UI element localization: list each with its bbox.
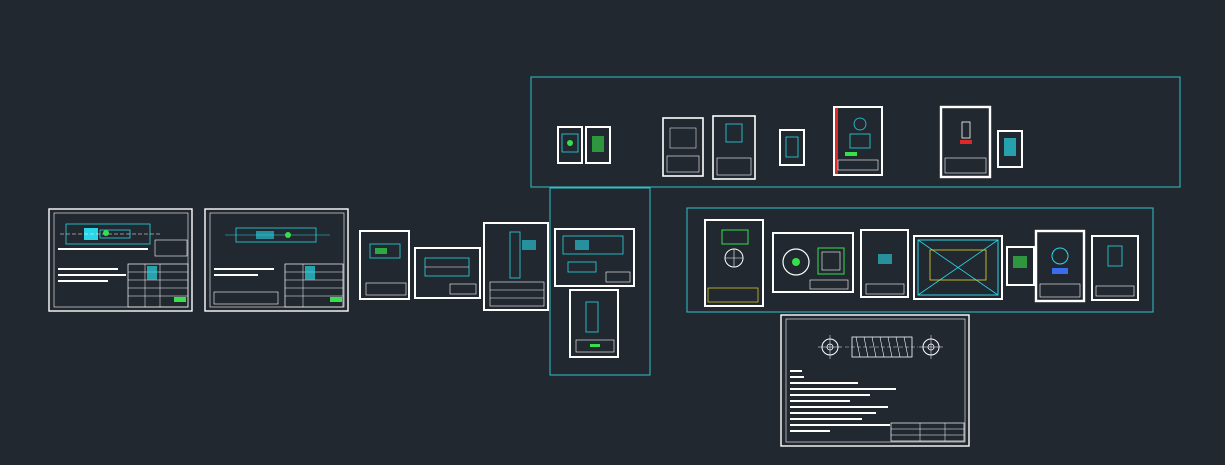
group-box-top[interactable]: [530, 76, 1181, 188]
sheet-assembly-1[interactable]: [48, 208, 193, 312]
sheet-part-1[interactable]: [359, 230, 410, 300]
top-group-sheets[interactable]: [557, 105, 1023, 180]
sheet-part-2[interactable]: [414, 247, 481, 299]
sheet-assembly-2[interactable]: [204, 208, 349, 312]
sheet-part-5[interactable]: [569, 289, 619, 358]
sheet-spring-drawing[interactable]: [780, 314, 970, 447]
sheet-part-3[interactable]: [483, 222, 549, 311]
group-box-right[interactable]: [686, 207, 1154, 313]
right-group-sheets[interactable]: [704, 219, 1139, 307]
sheet-part-4[interactable]: [554, 228, 635, 287]
group-box-middle[interactable]: [549, 187, 651, 376]
